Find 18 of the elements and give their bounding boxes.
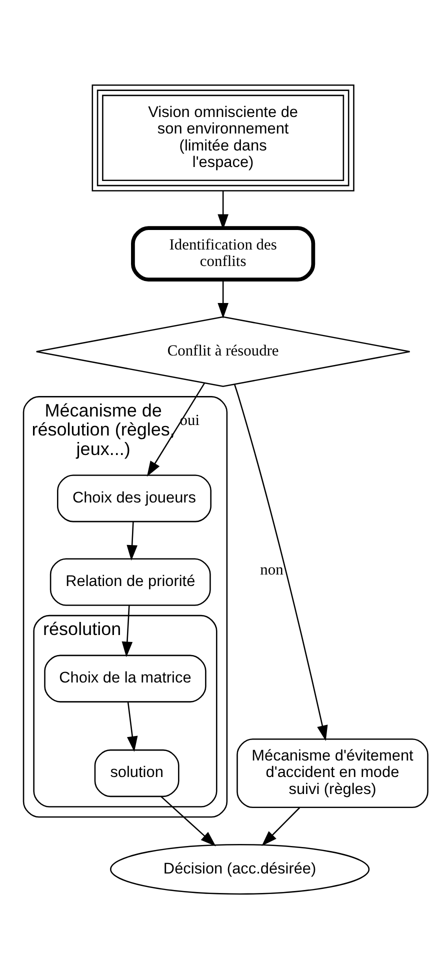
arrow <box>262 807 300 846</box>
node-box: Choix des joueurs <box>57 474 212 522</box>
edge-label: non <box>260 562 284 579</box>
node-diamond: Conflit à résoudre <box>36 316 410 388</box>
arrow <box>146 382 205 477</box>
arrow <box>126 702 138 752</box>
arrow <box>126 522 138 561</box>
node-ellipse: Décision (acc.désirée) <box>110 844 370 895</box>
arrow <box>160 796 216 846</box>
node-box: solution <box>94 749 180 798</box>
node-box: Vision omnisciente de son environnement (limitée dans l'espace) <box>92 84 354 192</box>
arrow <box>122 606 133 658</box>
node-box: Choix de la matrice <box>44 654 206 702</box>
node-box: Mécanisme d'évitement d'accident en mode suivi (règles) <box>236 738 428 808</box>
arrow <box>218 280 228 318</box>
node-box: Relation de priorité <box>50 558 211 606</box>
arrow <box>234 384 328 741</box>
node-box: Identification des conflits <box>131 226 316 282</box>
